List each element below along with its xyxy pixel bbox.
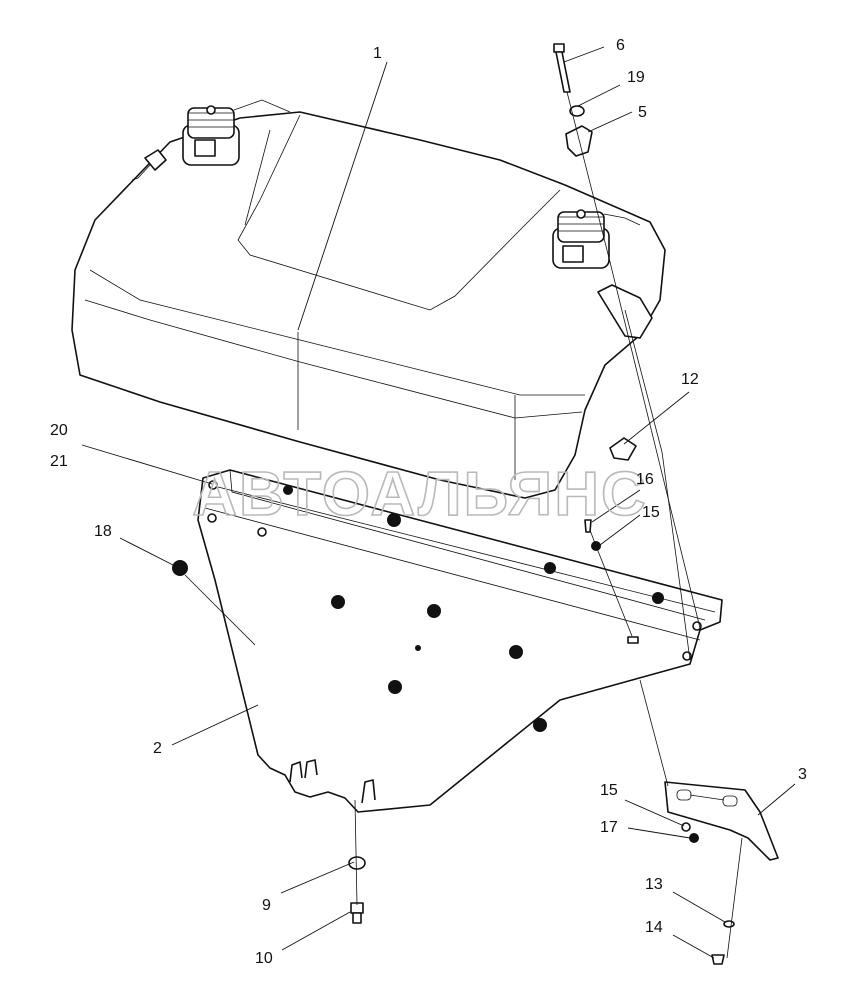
callout-9: 9 xyxy=(262,897,271,914)
callout-14: 14 xyxy=(645,919,663,936)
callout-19: 19 xyxy=(627,69,645,86)
callout-10: 10 xyxy=(255,950,273,967)
nut-9 xyxy=(348,856,366,870)
callout-6: 6 xyxy=(616,37,625,54)
callout-13: 13 xyxy=(645,876,663,893)
callout-15-upper: 15 xyxy=(642,504,660,521)
callout-2: 2 xyxy=(153,740,162,757)
callout-labels: 1 2 3 5 6 9 10 12 13 14 15 15 16 17 18 1… xyxy=(50,37,807,967)
callout-20: 20 xyxy=(50,422,68,439)
washer-13 xyxy=(723,920,735,928)
bolt-16 xyxy=(584,519,592,533)
mounting-plate xyxy=(197,469,723,813)
bolt-6 xyxy=(553,43,571,93)
washer-19 xyxy=(569,105,585,117)
watermark: АВТОАЛЬЯНС xyxy=(192,460,648,529)
callout-17: 17 xyxy=(600,819,618,836)
fuel-tank xyxy=(71,99,666,499)
bracket-3 xyxy=(664,781,779,861)
bolt-14 xyxy=(711,954,725,965)
callout-5: 5 xyxy=(638,104,647,121)
nut-17 xyxy=(689,833,699,843)
bolt-10 xyxy=(350,902,364,924)
grommet-18 xyxy=(172,560,188,576)
leader-lines xyxy=(81,46,796,959)
callout-18: 18 xyxy=(94,523,112,540)
callout-1: 1 xyxy=(373,45,382,62)
washer-15-lower xyxy=(681,822,691,832)
callout-21: 21 xyxy=(50,453,68,470)
assembly-lines xyxy=(184,91,743,959)
callout-12: 12 xyxy=(681,371,699,388)
callout-3: 3 xyxy=(798,766,807,783)
clamp-12 xyxy=(609,437,637,461)
callout-15-lower: 15 xyxy=(600,782,618,799)
callout-16: 16 xyxy=(636,471,654,488)
